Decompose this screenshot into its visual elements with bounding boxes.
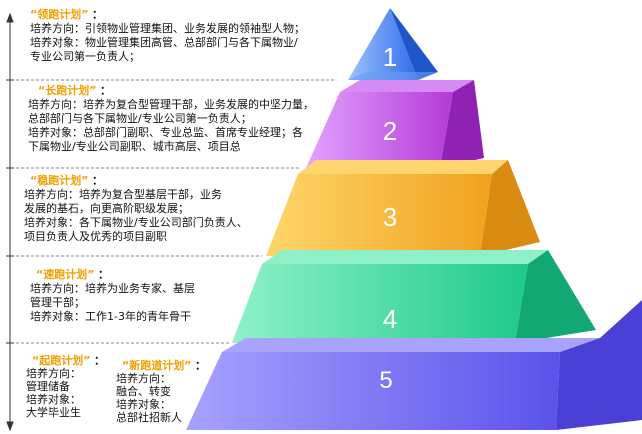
pyramid-tier-1: 1 <box>348 8 438 80</box>
tier-3-side <box>480 160 540 256</box>
tier-1-side <box>390 8 438 80</box>
level-line: 培养对象： <box>26 393 81 406</box>
level-title-colon: ： <box>194 359 206 372</box>
level-title-row: “速跑计划” ： <box>30 268 195 282</box>
level-title-row: “领跑计划” ： <box>30 8 305 22</box>
level-line: 管理储备 <box>26 380 70 393</box>
level-line: 总部部门与各下属物业/专业公司第一负责人； <box>28 112 252 125</box>
level-line: 培养对象： <box>116 398 171 411</box>
tier-5-side <box>556 300 642 430</box>
axis-arrow-top-icon <box>6 12 14 23</box>
level-line: 培养方向： <box>26 367 81 380</box>
level-line: 培养对象：物业管理集团高管、总部部门与各下属物业/ <box>30 36 298 49</box>
level-3-text: “稳跑计划” ： 培养方向：培养为复合型基层干部，业务 发展的基石，向更高阶职级… <box>24 174 248 244</box>
level-line: 培养方向：引领物业管理集团、业务发展的领袖型人物； <box>30 22 305 35</box>
tier-2-front <box>306 92 453 168</box>
level-line: 培养对象：总部部门副职、专业总监、首席专业经理；各 <box>28 126 303 139</box>
level-title-row: “新跑道计划” ： <box>116 359 206 372</box>
level-title: “速跑计划” <box>36 268 95 281</box>
tier-number: 3 <box>383 202 397 232</box>
level-5-group-start: “起跑计划” ： 培养方向： 管理储备 培养对象： 大学毕业生 <box>26 354 105 419</box>
level-line: 培养方向：培养为复合型管理干部，业务发展的中坚力量， <box>28 98 314 111</box>
level-title: “起跑计划” <box>32 354 91 367</box>
axis-arrow-bottom-icon <box>6 421 14 432</box>
tier-4-top <box>262 250 548 264</box>
level-title-row: “起跑计划” ： <box>26 354 105 367</box>
level-line: 总部社招新人 <box>116 411 182 424</box>
level-title: “领跑计划” <box>30 8 89 21</box>
tier-3-top <box>298 160 508 174</box>
level-title: “稳跑计划” <box>30 174 89 187</box>
level-title-colon: ： <box>91 174 103 187</box>
tier-5-front <box>186 352 560 430</box>
level-title: “长跑计划” <box>38 84 97 97</box>
tier-number: 5 <box>379 367 392 394</box>
pyramid-tier-3: 3 <box>266 160 540 256</box>
level-4-text: “速跑计划” ： 培养方向：培养为业务专家、基层 管理干部； 培养对象：工作1-… <box>30 268 195 324</box>
level-line: 项目负责人及优秀的项目副职 <box>24 230 167 243</box>
tier-5-top <box>222 338 600 352</box>
tier-1-front <box>348 8 418 80</box>
level-line: 培养对象：各下属物业/专业公司部门负责人、 <box>24 216 248 229</box>
tier-number: 4 <box>383 304 397 334</box>
tier-3-front <box>266 174 492 256</box>
pyramid-tier-5: 5 <box>186 300 642 430</box>
level-line: 发展的基石，向更高阶职级发展； <box>24 202 189 215</box>
level-1-text: “领跑计划” ： 培养方向：引领物业管理集团、业务发展的领袖型人物； 培养对象：… <box>30 8 305 64</box>
left-vertical-axis <box>6 12 14 432</box>
level-line: 大学毕业生 <box>26 406 81 419</box>
level-title-row: “长跑计划” ： <box>28 84 314 98</box>
level-line: 管理干部； <box>30 296 85 309</box>
level-5-group-new-track: “新跑道计划” ： 培养方向： 融合、转变 培养对象： 总部社招新人 <box>116 359 206 424</box>
level-line: 专业公司第一负责人； <box>30 50 140 63</box>
level-line: 培养对象：工作1-3年的青年骨干 <box>30 310 191 323</box>
level-title-row: “稳跑计划” ： <box>24 174 248 188</box>
level-line: 下属物业/专业公司副职、城市高层、项目总 <box>28 140 241 153</box>
level-title-colon: ： <box>91 8 103 21</box>
tier-4-side <box>515 250 596 343</box>
level-line: 培养方向：培养为业务专家、基层 <box>30 282 195 295</box>
left-dividers <box>6 79 335 344</box>
tier-number: 1 <box>383 42 397 72</box>
tier-2-side <box>440 80 484 168</box>
level-title-colon: ： <box>93 354 105 367</box>
level-title-colon: ： <box>99 84 111 97</box>
tier-4-front <box>232 264 528 343</box>
pyramid-tier-4: 4 <box>232 250 596 343</box>
pyramid-tier-2: 2 <box>306 80 484 168</box>
tier-number: 2 <box>383 116 397 146</box>
level-line: 培养方向：培养为复合型基层干部，业务 <box>24 188 222 201</box>
level-title: “新跑道计划” <box>122 359 192 372</box>
level-line: 融合、转变 <box>116 385 171 398</box>
level-title-colon: ： <box>97 268 109 281</box>
level-line: 培养方向： <box>116 372 171 385</box>
tier-1-ledge <box>348 72 438 80</box>
tier-2-top <box>340 80 474 92</box>
level-2-text: “长跑计划” ： 培养方向：培养为复合型管理干部，业务发展的中坚力量， 总部部门… <box>28 84 314 154</box>
